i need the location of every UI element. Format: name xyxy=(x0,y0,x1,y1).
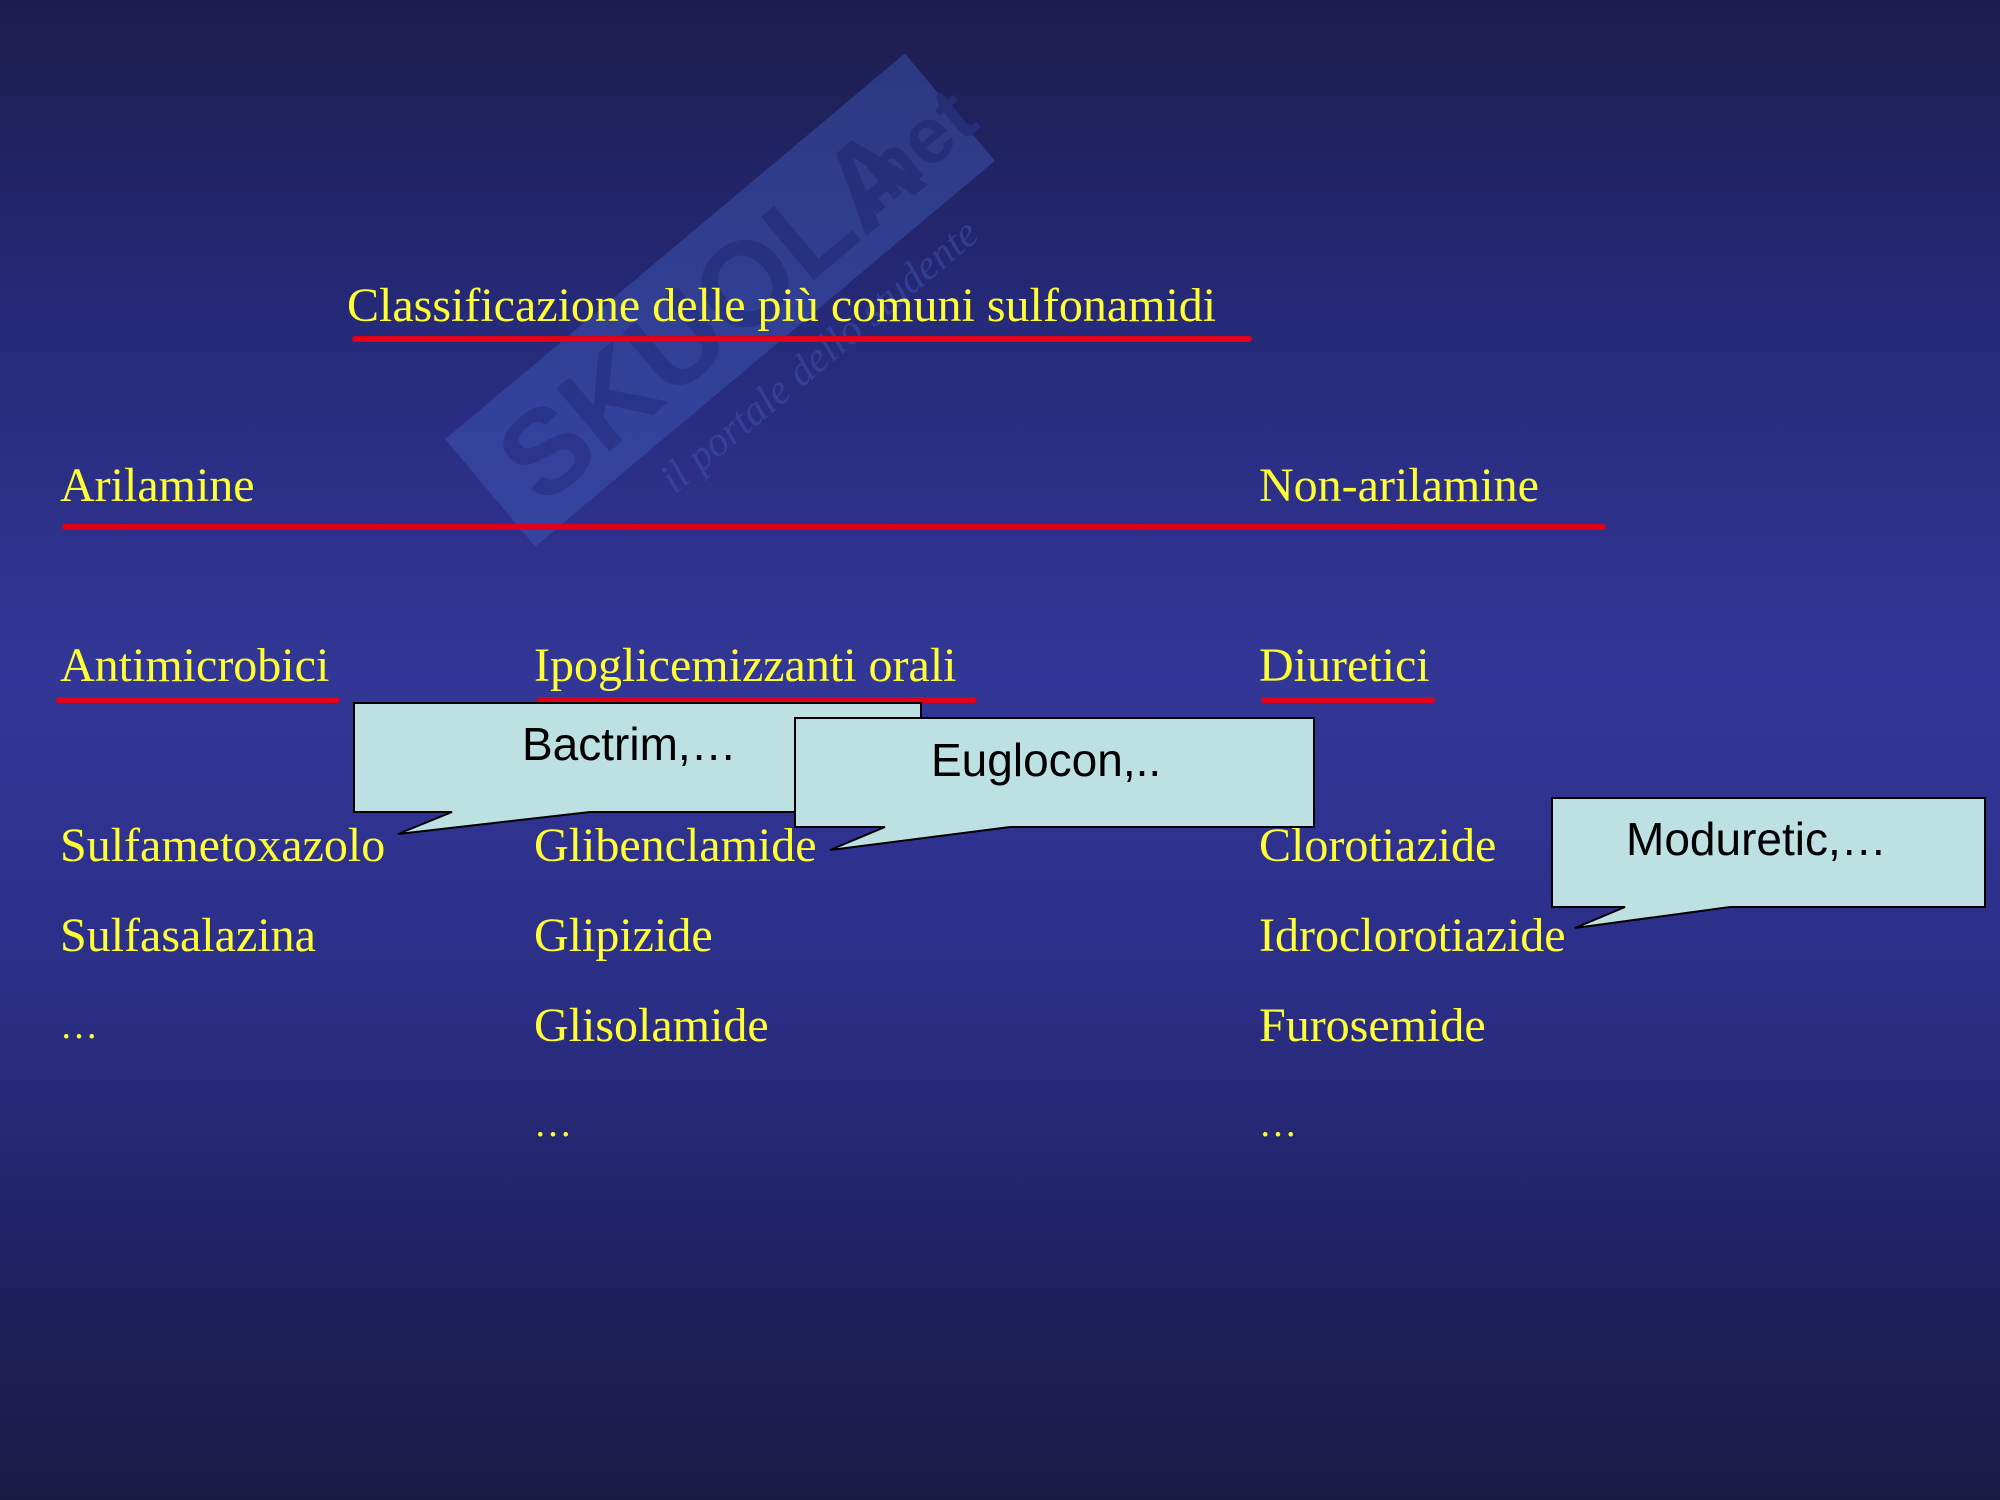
diuretici-underline xyxy=(1261,697,1435,703)
list-item: Sulfasalazina xyxy=(60,909,316,962)
column-heading-diuretici: Diuretici xyxy=(1259,639,1430,692)
list-item: Idroclorotiazide xyxy=(1259,909,1566,962)
svg-text:.net: .net xyxy=(826,71,992,231)
list-item: Sulfametoxazolo xyxy=(60,819,386,872)
list-item: Glibenclamide xyxy=(534,819,817,872)
list-item: … xyxy=(534,1103,572,1145)
callout-bactrim: Bactrim,… xyxy=(522,718,737,770)
callout-euglocon: Euglocon,.. xyxy=(931,734,1162,786)
svg-text:il portale dello studente: il portale dello studente xyxy=(651,210,987,502)
column-heading-ipoglicemizzanti: Ipoglicemizzanti orali xyxy=(534,639,957,692)
ipoglicemizzanti-underline xyxy=(537,697,977,703)
column-heading-antimicrobici: Antimicrobici xyxy=(60,639,330,692)
list-item: Glipizide xyxy=(534,909,713,962)
antimicrobici-underline xyxy=(56,697,340,703)
groups-underline xyxy=(62,524,1606,530)
list-item: Furosemide xyxy=(1259,999,1486,1052)
list-item: Glisolamide xyxy=(534,999,769,1052)
callout-moduretic: Moduretic,… xyxy=(1626,813,1887,865)
list-item: Clorotiazide xyxy=(1259,819,1497,872)
list-item: … xyxy=(60,1005,98,1047)
slide-title: Classificazione delle più comuni sulfona… xyxy=(347,279,1217,332)
group-non-arilamine: Non-arilamine xyxy=(1259,459,1539,512)
group-arilamine: Arilamine xyxy=(60,459,255,512)
list-item: … xyxy=(1259,1103,1297,1145)
title-underline xyxy=(352,336,1252,342)
